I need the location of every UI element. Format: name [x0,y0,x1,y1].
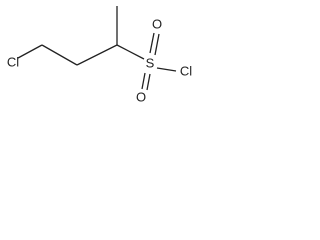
bond-c1-c2 [41,44,78,66]
bond-c2-c3 [76,44,118,66]
bond-s-o-top-a [149,32,155,54]
structure-canvas: Cl S O O Cl [0,0,198,106]
chemical-structure: Cl S O O Cl [7,6,192,104]
bond-s-cl [156,67,177,72]
atom-sulfur: S [146,55,155,70]
bond-s-o-bottom-b [146,73,151,91]
bond-s-o-bottom-a [141,72,146,90]
atom-oxygen-top: O [152,16,162,31]
bond-cl-c1 [17,44,43,59]
atom-oxygen-bottom: O [136,89,146,104]
bond-c3-s [116,44,145,60]
bond-s-o-top-b [154,33,160,56]
atom-cl-right: Cl [180,63,192,78]
atom-cl-left: Cl [7,54,19,69]
